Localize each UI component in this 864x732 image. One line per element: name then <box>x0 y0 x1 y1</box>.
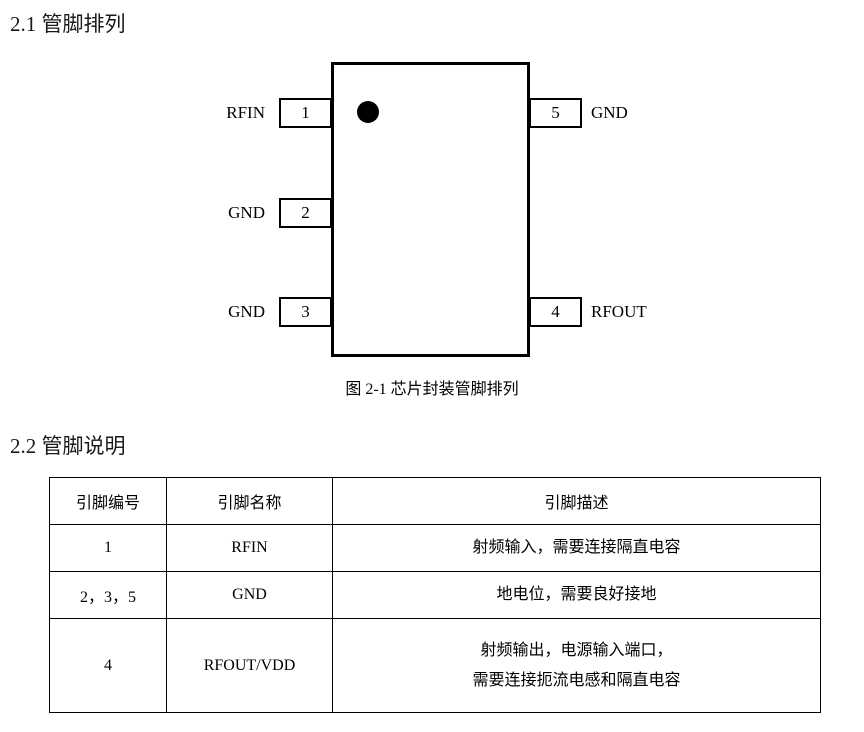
column-header-pin-name: 引脚名称 <box>166 477 333 525</box>
cell-pin-number: 2，3，5 <box>49 571 167 619</box>
cell-pin-name: RFOUT/VDD <box>166 618 333 713</box>
pin-label-2: GND <box>228 203 265 222</box>
column-header-pin-desc: 引脚描述 <box>332 477 821 525</box>
description-line: 射频输入，需要连接隔直电容 <box>472 539 681 556</box>
table-row: 4 RFOUT/VDD 射频输出，电源输入端口， 需要连接扼流电感和隔直电容 <box>49 618 821 713</box>
pin-label-5: GND <box>591 103 628 122</box>
section-heading-pin-arrangement: 2.1 管脚排列 <box>10 12 126 36</box>
section-heading-pin-description: 2.2 管脚说明 <box>10 434 126 458</box>
pin-label-4: RFOUT <box>591 302 647 321</box>
cell-pin-name: RFIN <box>166 524 333 572</box>
figure-caption: 图 2-1 芯片封装管脚排列 <box>345 381 519 398</box>
table-row: 1 RFIN 射频输入，需要连接隔直电容 <box>49 524 821 572</box>
cell-pin-description: 射频输出，电源输入端口， 需要连接扼流电感和隔直电容 <box>332 618 821 713</box>
pin-box-3: 3 <box>279 297 332 327</box>
column-header-pin-number: 引脚编号 <box>49 477 167 525</box>
cell-pin-name: GND <box>166 571 333 619</box>
description-line: 射频输出，电源输入端口， <box>480 641 673 659</box>
pin-box-2: 2 <box>279 198 332 228</box>
description-line: 地电位，需要良好接地 <box>496 586 657 603</box>
pin-label-1: RFIN <box>226 103 265 122</box>
cell-pin-number: 4 <box>49 618 167 713</box>
orientation-dot-icon <box>357 101 379 123</box>
cell-pin-description: 地电位，需要良好接地 <box>332 571 821 619</box>
pin-box-4: 4 <box>529 297 582 327</box>
table-header-row: 引脚编号 引脚名称 引脚描述 <box>49 477 821 525</box>
pin-box-5: 5 <box>529 98 582 128</box>
pin-box-1: 1 <box>279 98 332 128</box>
package-pinout-diagram: RFIN 1 GND 2 GND 3 5 GND 4 RFOUT <box>0 48 864 378</box>
pin-description-table: 引脚编号 引脚名称 引脚描述 1 RFIN 射频输入，需要连接隔直电容 2，3，… <box>49 477 821 713</box>
pin-label-3: GND <box>228 302 265 321</box>
description-line: 需要连接扼流电感和隔直电容 <box>472 671 681 689</box>
cell-pin-description: 射频输入，需要连接隔直电容 <box>332 524 821 572</box>
cell-pin-number: 1 <box>49 524 167 572</box>
table-row: 2，3，5 GND 地电位，需要良好接地 <box>49 571 821 619</box>
